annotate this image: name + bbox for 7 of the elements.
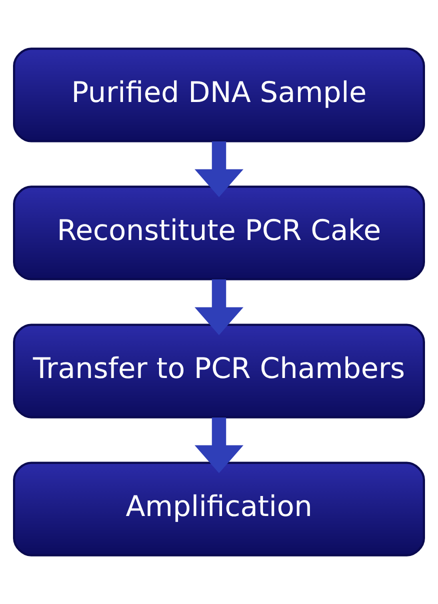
node-box: Reconstitute PCR Cake [13, 186, 425, 280]
arrow [194, 279, 244, 336]
node-box: Amplification [13, 462, 425, 556]
arrow [194, 417, 244, 474]
node-box: Purified DNA Sample [13, 48, 425, 142]
arrow [194, 141, 244, 198]
node-box: Transfer to PCR Chambers [13, 324, 425, 418]
